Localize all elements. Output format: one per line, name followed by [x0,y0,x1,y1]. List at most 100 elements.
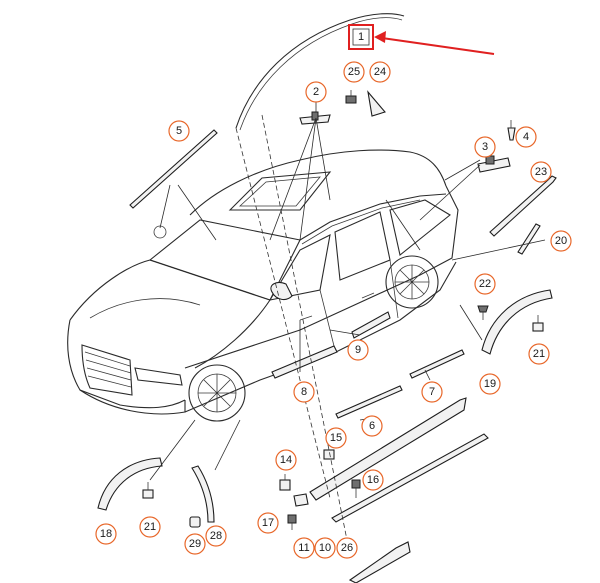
callout-number: 8 [301,386,307,398]
part-6-door-strip [335,385,403,419]
callout-circle [205,525,227,547]
callout-circle [293,381,315,403]
highlight-label: 1 [358,31,364,43]
part-10-sill [309,397,467,501]
callout-number: 9 [355,344,361,356]
callout-circle [479,373,501,395]
roof-trim-strip [235,13,405,129]
callout-circle [314,537,336,559]
callout-23: 23 [530,161,552,183]
part-3-clip [477,155,511,173]
callout-number: 21 [144,521,156,533]
callout-3: 3 [474,136,496,158]
part-29-clip [189,516,201,528]
callout-20: 20 [550,230,572,252]
callout-11: 11 [293,537,315,559]
callout-15: 15 [325,427,347,449]
callout-22: 22 [474,273,496,295]
callout-circle [257,512,279,534]
callout-number: 2 [313,86,319,98]
callout-number: 18 [100,528,112,540]
part-7-door-strip [409,349,465,379]
part-14-clip [279,474,291,491]
callout-circle [343,61,365,83]
callout-number: 25 [348,66,360,78]
part-15-clip [323,449,335,460]
part-19-wheel-arch [481,289,553,355]
callout-2: 2 [305,81,327,103]
callout-number: 22 [479,278,491,290]
callout-10: 10 [314,537,336,559]
callout-number: 17 [262,517,274,529]
callout-number: 29 [189,538,201,550]
part-17-screw [287,514,297,530]
callout-19: 19 [479,373,501,395]
callout-number: 7 [429,386,435,398]
callout-number: 24 [374,66,386,78]
part-22-screw [477,305,489,320]
callout-circle [550,230,572,252]
callout-8: 8 [293,381,315,403]
callout-circle [325,427,347,449]
callout-circle [362,469,384,491]
callout-circle [361,415,383,437]
callout-circle [336,537,358,559]
leader-lines [149,100,546,556]
part-21-clip-right [532,315,544,332]
callout-24: 24 [369,61,391,83]
callout-number: 3 [482,141,488,153]
callout-circle [528,343,550,365]
callout-number: 5 [176,125,182,137]
callout-circle [474,273,496,295]
callout-circle [95,523,117,545]
callout-9: 9 [347,339,369,361]
callout-18: 18 [95,523,117,545]
part-21-clip-left [142,482,154,499]
callout-number: 16 [367,474,379,486]
part-23-strip [489,175,557,237]
callout-6: 6 [361,415,383,437]
callout-circle [184,533,206,555]
arrow-head [374,31,386,43]
callout-17: 17 [257,512,279,534]
callout-21a: 21 [139,516,161,538]
part-11-bracket [293,493,309,507]
part-4-bolt [507,120,516,141]
callout-26: 26 [336,537,358,559]
callout-number: 23 [535,166,547,178]
part-26-lower-sill [331,433,489,523]
callout-circle [347,339,369,361]
callout-circle [168,120,190,142]
callout-circle [530,161,552,183]
callout-number: 15 [330,432,342,444]
part-28-arch-strip [191,465,215,523]
part-2-clip [299,111,331,125]
part-24-triangle-trim [367,90,386,117]
part-8-door-strip [271,345,338,379]
callout-circle [474,136,496,158]
callout-29: 29 [184,533,206,555]
callout-16: 16 [362,469,384,491]
highlight-arrow [381,37,495,55]
part-16-screw [351,479,361,498]
callout-25: 25 [343,61,365,83]
callout-number: 19 [484,378,496,390]
callout-21b: 21 [528,343,550,365]
callout-number: 28 [210,530,222,542]
callout-number: 11 [298,542,309,554]
part-20-strip [517,223,541,255]
callout-7: 7 [421,381,443,403]
highlight-part-1: 1 [348,24,495,55]
callout-number: 20 [555,235,567,247]
part-lower-partial [348,541,411,583]
callout-number: 6 [369,420,375,432]
callout-circle [421,381,443,403]
part-25-bolt [345,90,357,104]
callout-circle [515,126,537,148]
callout-28: 28 [205,525,227,547]
callout-circle [139,516,161,538]
callout-5: 5 [168,120,190,142]
callout-circle [293,537,315,559]
